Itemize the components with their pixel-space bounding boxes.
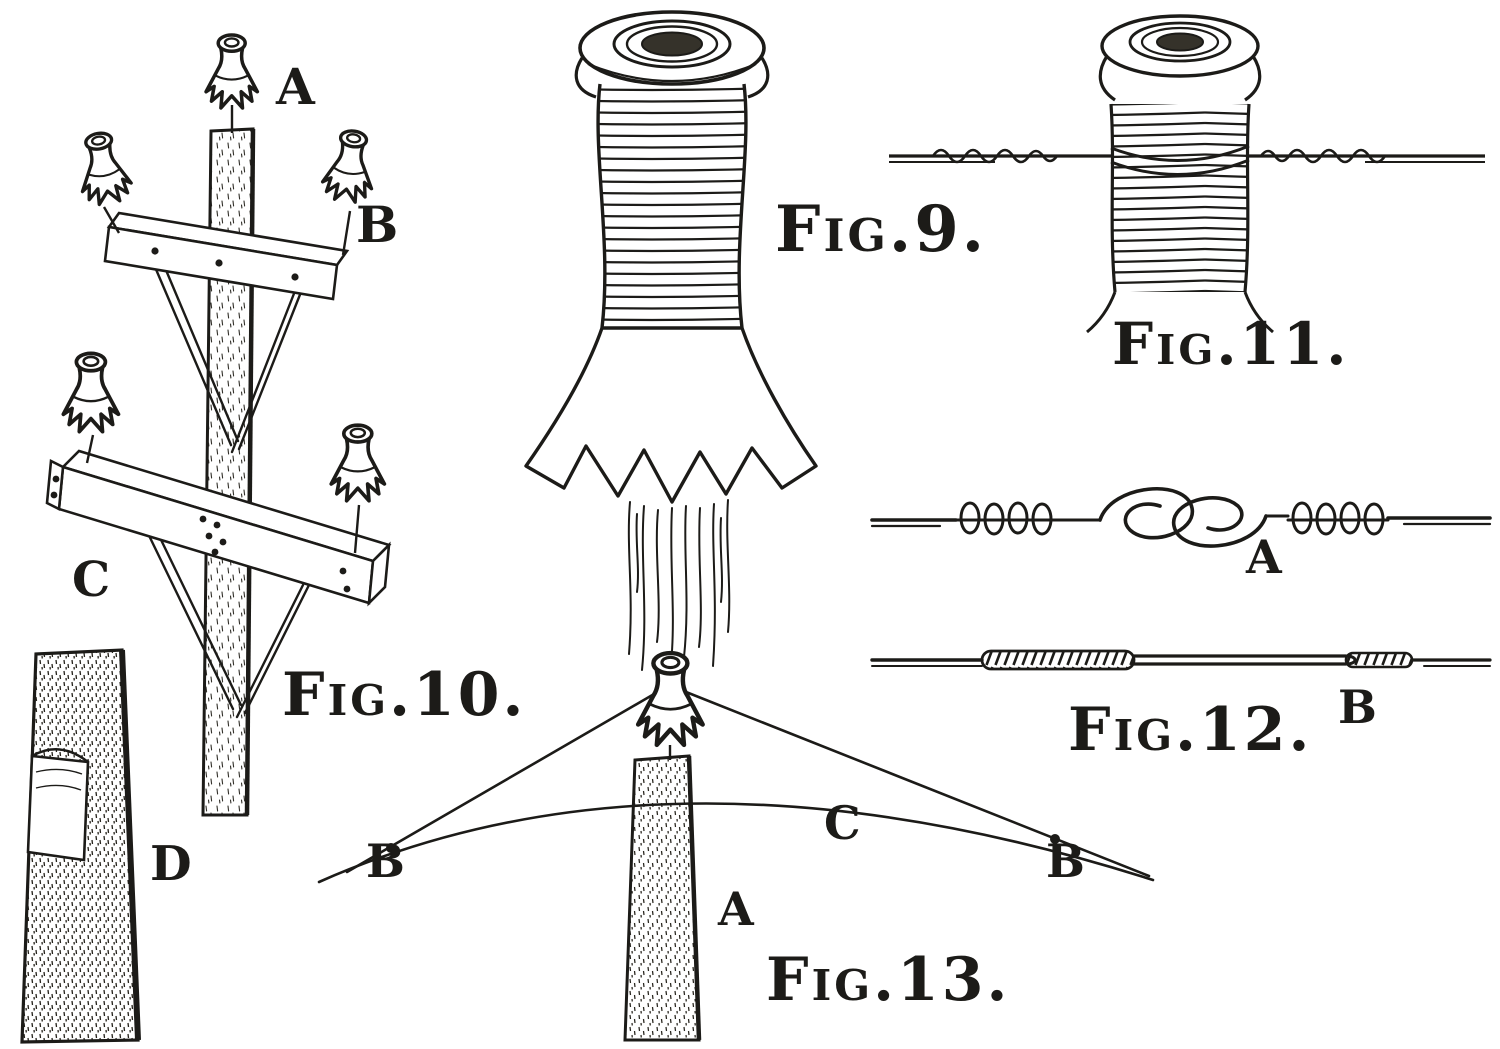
tie-wrap-around-neck	[1110, 144, 1250, 176]
threaded-neck	[598, 84, 746, 328]
tie-twist-right	[1259, 148, 1387, 164]
lower-braces	[139, 513, 313, 719]
span-wires	[317, 688, 1155, 884]
upper-right-insulator	[318, 126, 381, 206]
upper-braces	[153, 261, 305, 454]
fig9-insulator-illustration	[524, 10, 818, 671]
fig10-label-a: A	[276, 57, 315, 116]
tight-coil-right	[1344, 651, 1414, 669]
wooden-pin-grain	[627, 499, 731, 671]
lower-right-insulator	[329, 423, 387, 503]
fig13-label-b-left: B	[366, 834, 405, 888]
fig12-label-a: A	[1246, 530, 1282, 584]
fig10-caption: Fig.10.	[282, 660, 527, 730]
pole	[623, 754, 701, 1042]
fig10-gain-detail-illustration	[20, 648, 141, 1044]
fig10-label-c: C	[72, 552, 111, 608]
insulator-skirt	[524, 326, 818, 504]
hook-loop-left	[1098, 487, 1194, 540]
insulator-pins	[102, 105, 352, 256]
lower-left-insulator	[61, 351, 121, 434]
pole-top-insulator	[204, 33, 260, 110]
fig9-caption: Fig.9.	[775, 192, 988, 267]
wire-joint-right	[1050, 834, 1060, 844]
lower-crossarm	[45, 449, 392, 607]
fig13-label-c: C	[824, 796, 861, 850]
upper-crossarm	[103, 211, 350, 301]
fig11-caption: Fig.11.	[1112, 310, 1350, 378]
fig10-label-d: D	[150, 836, 192, 892]
fig12-label-b: B	[1338, 680, 1377, 734]
fig13-pole-top-wires-illustration	[317, 642, 1155, 1042]
fig10-label-b: B	[356, 195, 399, 254]
lower-insulator-pins	[85, 434, 361, 554]
fig12-joint-b-illustration	[870, 649, 1492, 671]
threaded-neck	[1111, 104, 1249, 292]
fig10-pole-crossarms-illustration	[45, 33, 392, 817]
tie-twist-left	[931, 148, 1059, 164]
fig12-caption: Fig.12.	[1068, 695, 1313, 765]
gain-notch	[26, 754, 90, 862]
hook-loop-right	[1172, 496, 1268, 548]
fig13-caption: Fig.13.	[766, 945, 1011, 1015]
fig13-label-a: A	[718, 882, 754, 936]
fig12-joint-a-illustration	[870, 487, 1492, 548]
tight-coil-left	[980, 649, 1136, 671]
fig11-tie-wire-illustration	[889, 14, 1485, 334]
upper-left-insulator	[71, 127, 136, 209]
fig13-label-b-right: B	[1046, 834, 1085, 888]
wire-joint-left	[386, 843, 396, 853]
